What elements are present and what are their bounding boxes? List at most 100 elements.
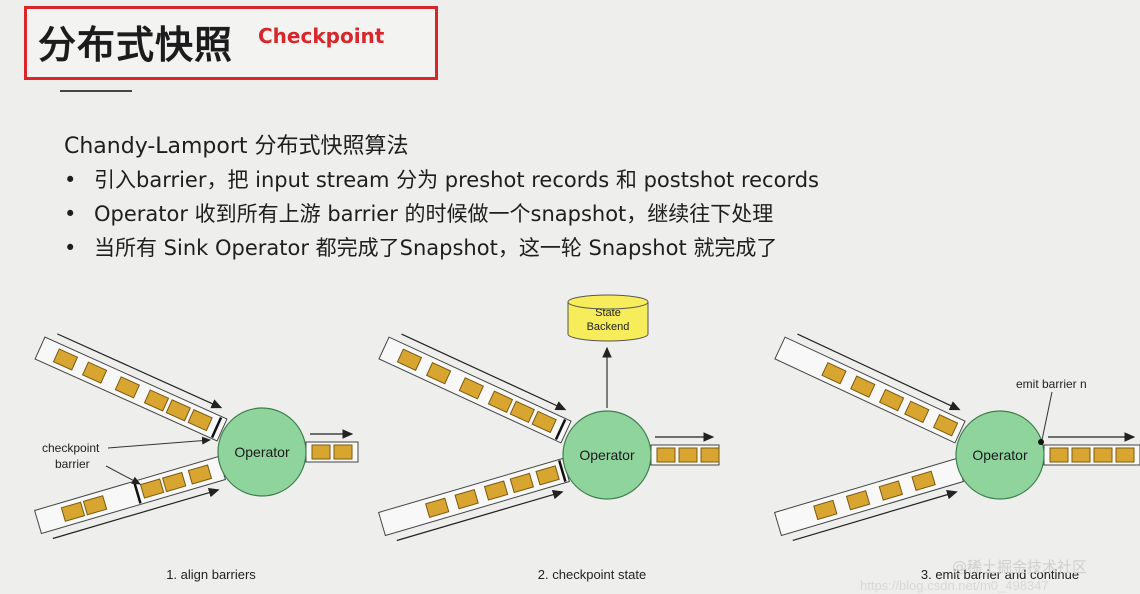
record-block: [81, 361, 108, 384]
bullet-text: 引入barrier，把 input stream 分为 preshot reco…: [94, 168, 819, 192]
annotation-arrow-1: [107, 436, 211, 449]
state-label: State: [595, 307, 621, 319]
emit-barrier-dot: [1038, 439, 1044, 445]
record-block: [509, 400, 535, 424]
record-block: [114, 376, 141, 399]
record-block: [483, 480, 509, 501]
record-block: [311, 444, 331, 460]
bullet-item: • 当所有 Sink Operator 都完成了Snapshot，这一轮 Snap…: [64, 231, 819, 265]
bullet-dot: •: [64, 202, 77, 226]
subtitle: Chandy-Lamport 分布式快照算法: [64, 134, 409, 159]
record-block: [656, 447, 676, 463]
flow-arrow: [792, 490, 958, 542]
emit-barrier-label: emit barrier n: [1016, 377, 1087, 391]
bullet-item: • 引入barrier，把 input stream 分为 preshot rec…: [64, 163, 819, 197]
bullet-item: • Operator 收到所有上游 barrier 的时候做一个snapshot，…: [64, 197, 819, 231]
record-block: [535, 465, 560, 486]
record-block: [878, 480, 904, 501]
caption-emit-barrier: 3. emit barrier and continue: [921, 567, 1079, 582]
checkpoint-label: checkpoint: [42, 441, 100, 455]
bullet-list: • 引入barrier，把 input stream 分为 preshot rec…: [64, 163, 819, 265]
input-stream: [34, 333, 228, 442]
bullet-dot: •: [64, 236, 77, 260]
barrier-marker: [210, 416, 223, 439]
record-block: [396, 348, 423, 371]
record-block: [333, 444, 353, 460]
record-block: [458, 377, 485, 400]
record-block: [1093, 447, 1113, 463]
watermark-url: https://blog.csdn.net/m0_498347: [860, 578, 1049, 593]
operator-node: [562, 410, 652, 500]
barrier-marker: [558, 460, 567, 482]
input-stream: [34, 455, 226, 540]
watermark: @稀土掘金技术社区: [952, 558, 1088, 576]
panel: Operator: [378, 333, 720, 542]
record-block: [1071, 447, 1091, 463]
flow-arrow: [57, 333, 223, 409]
record-block: [165, 399, 191, 422]
record-block: [932, 414, 959, 437]
bullet-text: 当所有 Sink Operator 都完成了Snapshot，这一轮 Snaps…: [94, 236, 778, 260]
input-stream: [773, 457, 965, 542]
record-block: [531, 410, 557, 434]
record-block: [82, 495, 108, 516]
record-block: [187, 464, 213, 485]
bullet-text: Operator 收到所有上游 barrier 的时候做一个snapshot，继…: [94, 202, 774, 226]
barrier-label: barrier: [55, 457, 90, 471]
record-block: [904, 400, 930, 424]
stream-channel: [773, 457, 965, 537]
record-block: [821, 361, 847, 385]
output-stream: [305, 429, 359, 463]
operator-label: Operator: [579, 447, 635, 463]
panel: Operator: [773, 333, 1140, 542]
record-block: [1049, 447, 1069, 463]
record-block: [813, 499, 838, 521]
input-stream: [774, 333, 966, 444]
record-block: [509, 472, 535, 494]
record-block: [425, 361, 452, 385]
flow-arrow: [797, 333, 961, 411]
input-stream: [378, 333, 572, 444]
operator-label: Operator: [972, 447, 1028, 463]
record-block: [850, 375, 876, 398]
operator-label: Operator: [234, 444, 290, 460]
emit-pointer-line: [1041, 391, 1053, 441]
record-block: [143, 389, 170, 412]
record-block: [454, 489, 479, 510]
record-block: [845, 490, 871, 511]
record-block: [878, 388, 905, 412]
backend-label: Backend: [587, 321, 630, 333]
barrier-marker: [133, 481, 142, 504]
record-block: [700, 447, 720, 463]
record-block: [52, 348, 79, 371]
record-block: [1115, 447, 1135, 463]
record-block: [139, 478, 165, 499]
output-stream: [1043, 432, 1140, 466]
bullet-dot: •: [64, 168, 77, 192]
flow-arrow: [52, 487, 220, 540]
caption-align-barriers: 1. align barriers: [166, 567, 256, 582]
operator-node: [955, 410, 1045, 500]
page-title: 分布式快照: [38, 23, 234, 67]
state-backend: State Backend: [567, 294, 649, 342]
caption-checkpoint-state: 2. checkpoint state: [538, 567, 646, 582]
barrier-marker: [554, 418, 567, 440]
record-block: [678, 447, 698, 463]
title-underline: [60, 90, 132, 92]
flow-arrow: [396, 489, 564, 542]
annotation-arrow-2: [105, 465, 141, 485]
record-block: [187, 409, 213, 432]
page-title-accent: Checkpoint: [258, 24, 385, 48]
operator-node: [217, 407, 307, 497]
output-stream: [650, 432, 720, 466]
input-stream: [378, 457, 570, 542]
record-block: [911, 470, 936, 491]
panel: Operator: [34, 333, 359, 540]
record-block: [161, 471, 187, 493]
record-block: [487, 390, 514, 413]
record-block: [60, 501, 86, 522]
title-frame: [24, 6, 438, 80]
flow-arrow: [401, 333, 567, 411]
record-block: [425, 497, 450, 518]
